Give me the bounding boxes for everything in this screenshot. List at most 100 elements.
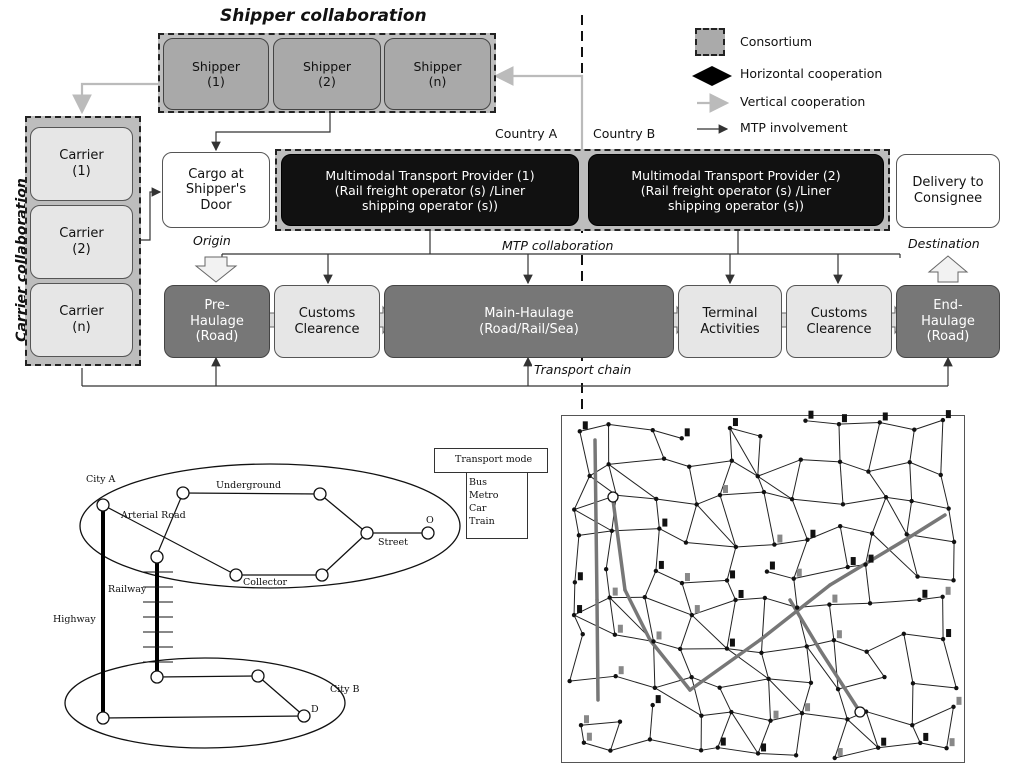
street-label: Street (378, 537, 408, 548)
map-stop-marker (850, 557, 856, 566)
map-node (727, 425, 733, 431)
map-node (918, 740, 923, 746)
underground-label: Underground (216, 480, 282, 491)
delivery-box: Delivery to Consignee (896, 154, 1000, 228)
map-node (761, 489, 767, 495)
map-street (757, 720, 771, 754)
map-stop-marker (945, 410, 951, 419)
map-node (606, 422, 611, 427)
map-stop-marker (662, 518, 668, 527)
map-street (940, 474, 950, 509)
country-a-label: Country A (495, 126, 558, 141)
map-street (609, 597, 616, 635)
customs-clearance-1-box: Customs Clearence (274, 285, 380, 358)
map-stop-marker (577, 605, 583, 614)
map-street (691, 677, 702, 716)
map-street (806, 646, 812, 683)
map-node (717, 685, 722, 690)
map-stop-marker (808, 410, 814, 419)
map-node (642, 595, 647, 600)
map-stop-marker (810, 529, 816, 538)
map-street (793, 539, 808, 579)
map-node (938, 472, 943, 478)
shipper-1: Shipper (1) (163, 38, 269, 110)
map-street (649, 705, 654, 740)
map-street (681, 582, 693, 616)
map-route-segment (758, 583, 832, 642)
map-stop-marker (582, 421, 588, 430)
vertical-coop-from-mtp (493, 66, 584, 150)
map-street (914, 419, 944, 431)
map-street (726, 546, 737, 581)
map-street (757, 436, 761, 477)
map-street (885, 497, 908, 535)
vertical-coop-to-carriers (72, 82, 160, 115)
map-node (577, 429, 582, 434)
map-street (757, 475, 793, 500)
map-node (679, 436, 684, 441)
network-node (229, 568, 243, 582)
map-street (833, 639, 867, 653)
shipper-to-cargo-arrow (211, 110, 331, 152)
map-street (791, 459, 802, 500)
map-node (572, 580, 578, 585)
street-map-frame (561, 415, 965, 763)
map-node (607, 595, 612, 600)
map-street (878, 742, 921, 749)
map-node (654, 496, 659, 502)
map-stop-marker (577, 572, 583, 581)
map-street (868, 461, 910, 473)
map-street (655, 528, 660, 571)
map-stop-marker (722, 485, 728, 494)
map-node (951, 539, 957, 545)
map-node (789, 496, 795, 502)
map-node (580, 632, 585, 637)
map-node (733, 597, 738, 603)
map-node (729, 709, 734, 715)
map-street (726, 599, 737, 649)
map-street (911, 683, 914, 726)
map-node (864, 649, 869, 654)
map-od-marker (854, 706, 866, 718)
map-street (763, 491, 775, 545)
map-node (951, 704, 956, 710)
map-street (656, 498, 697, 505)
map-node (689, 674, 694, 680)
map-node (837, 459, 843, 465)
map-stop-marker (761, 743, 767, 752)
map-node (805, 537, 810, 542)
map-street (906, 500, 913, 535)
transport-chain-label: Transport chain (532, 362, 634, 377)
cargo-origin-box: Cargo at Shipper's Door (162, 152, 270, 228)
map-street (608, 423, 653, 431)
map-street (911, 725, 921, 744)
map-node (831, 638, 837, 643)
network-node-origin (421, 526, 435, 540)
end-haulage-box: End- Haulage (Road) (896, 285, 1000, 358)
mode-bus: Bus (469, 477, 487, 488)
map-street (573, 614, 616, 636)
map-node (944, 745, 949, 751)
map-street (760, 652, 770, 679)
map-node (869, 531, 875, 536)
map-stop-marker (583, 715, 589, 724)
map-street (685, 504, 698, 543)
map-node (909, 498, 914, 504)
map-street (865, 711, 879, 748)
shipper-n: Shipper (n) (384, 38, 491, 110)
map-stop-marker (837, 748, 843, 756)
map-street (569, 634, 584, 682)
carrier-n: Carrier (n) (30, 283, 133, 357)
map-street (801, 712, 848, 720)
map-stop-marker (617, 624, 623, 633)
map-node (940, 636, 946, 642)
map-street (729, 427, 759, 477)
map-node (799, 711, 805, 716)
map-street (909, 429, 915, 463)
map-street (800, 459, 841, 463)
map-street (608, 458, 665, 465)
map-street (644, 597, 655, 642)
map-route-segment (648, 638, 692, 692)
map-node (657, 526, 662, 531)
